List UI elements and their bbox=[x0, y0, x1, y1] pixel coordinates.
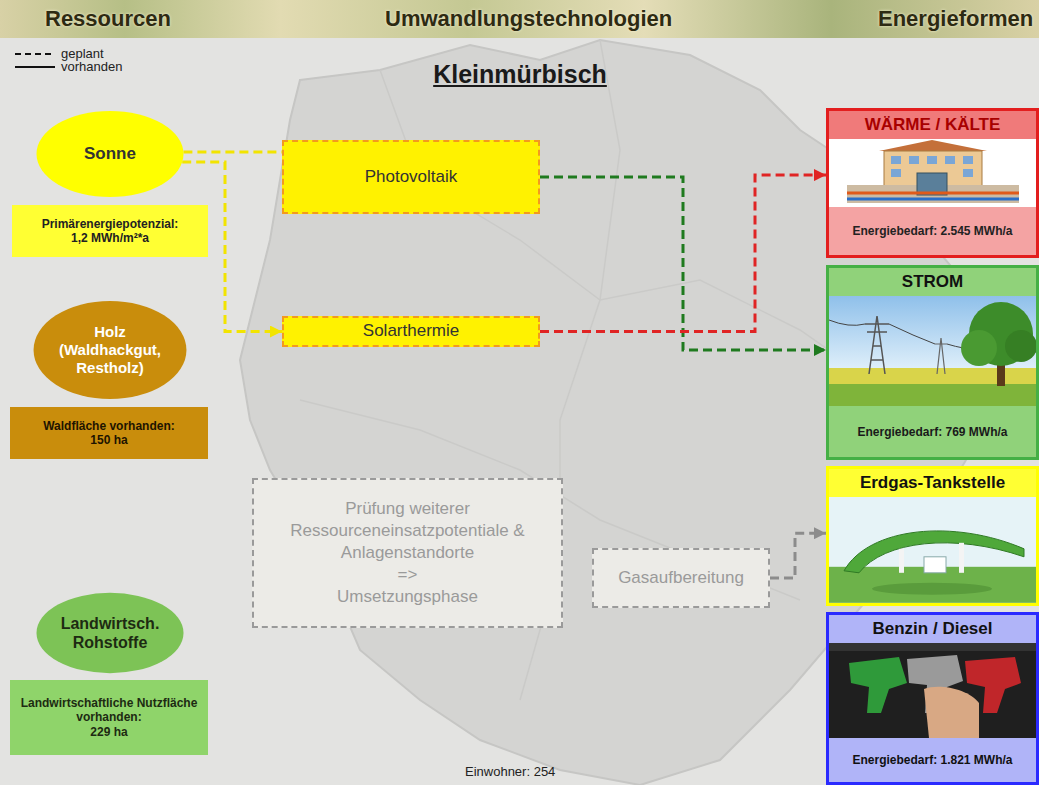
text-holder: Energieformen bbox=[878, 6, 1033, 32]
text-holder: Ressourcen bbox=[45, 6, 171, 32]
node-text: Photovoltaik bbox=[365, 167, 458, 187]
node-text: Holz bbox=[48, 323, 172, 341]
text-holder: geplant bbox=[14, 47, 104, 60]
district-line bbox=[380, 70, 900, 400]
text-holder: Einwohner: 254 bbox=[465, 764, 555, 779]
panel-image bbox=[829, 497, 1036, 603]
ellipse-outline bbox=[35, 592, 185, 674]
panel-heading: Benzin / Diesel bbox=[829, 615, 1036, 643]
text-holder: vorhanden bbox=[14, 60, 122, 73]
legend-sample bbox=[14, 61, 56, 73]
panel-image bbox=[829, 296, 1036, 406]
panel-image bbox=[829, 643, 1036, 738]
legend-sample bbox=[14, 48, 56, 60]
panel-heading: WÄRME / KÄLTE bbox=[829, 111, 1036, 139]
column-heading: Ressourcen bbox=[45, 6, 171, 32]
node-text: 1,2 MWh/m²*a bbox=[71, 231, 149, 245]
technology-box: Photovoltaik bbox=[282, 140, 540, 214]
flow-arrow bbox=[183, 151, 282, 154]
text-holder: Umwandlungstechnologien bbox=[385, 6, 672, 32]
node-text: 229 ha bbox=[90, 725, 127, 739]
node-text: 150 ha bbox=[90, 433, 127, 447]
panel-footer: Energiebedarf: 1.821 MWh/a bbox=[829, 738, 1036, 782]
node-text: Landwirtschaftliche Nutzfläche vorhanden… bbox=[16, 696, 202, 725]
resource-ellipse: Sonne bbox=[35, 110, 185, 198]
node-text: (Waldhackgut, Restholz) bbox=[48, 341, 172, 377]
node-text: Umsetzungsphase bbox=[262, 586, 554, 608]
technology-box: Gasaufbereitung bbox=[592, 548, 770, 608]
column-heading: Energieformen bbox=[878, 6, 1033, 32]
node-text: Primärenergiepotenzial: bbox=[42, 217, 179, 231]
column-heading: Umwandlungstechnologien bbox=[385, 6, 672, 32]
potential-box: Waldfläche vorhanden:150 ha bbox=[10, 407, 208, 459]
node-text: Prüfung weiterer Ressourceneinsatzpotent… bbox=[262, 498, 554, 564]
ellipse-shape bbox=[34, 301, 187, 399]
node-text: => bbox=[262, 564, 554, 586]
energy-form-panel: WÄRME / KÄLTE Energiebedarf: 2.545 MWh/a bbox=[826, 108, 1039, 258]
flow-arrow bbox=[540, 175, 826, 331]
ellipse-shape bbox=[37, 111, 184, 197]
energy-form-panel: STROM Energiebedarf: 769 MWh/a bbox=[826, 265, 1039, 460]
ellipse-shape bbox=[37, 593, 184, 673]
panel-heading: Erdgas-Tankstelle bbox=[829, 469, 1036, 497]
node-text: Solarthermie bbox=[363, 321, 459, 341]
potential-box: Landwirtschaftliche Nutzfläche vorhanden… bbox=[10, 680, 208, 755]
node-text: Waldfläche vorhanden: bbox=[43, 419, 175, 433]
diagram-title: Kleinmürbisch bbox=[400, 60, 640, 89]
gas-station-illustration bbox=[829, 497, 1036, 603]
flow-arrow bbox=[540, 177, 826, 350]
panel-heading: STROM bbox=[829, 268, 1036, 296]
planning-box: Prüfung weiterer Ressourceneinsatzpotent… bbox=[252, 478, 563, 628]
technology-box: Solarthermie bbox=[282, 316, 540, 347]
population-note: Einwohner: 254 bbox=[465, 764, 555, 779]
power-landscape-illustration bbox=[829, 296, 1036, 406]
flow-arrow bbox=[770, 533, 826, 578]
resource-ellipse: Landwirtsch. Rohstoffe bbox=[35, 592, 185, 674]
panel-image bbox=[829, 139, 1036, 207]
node-text: Sonne bbox=[50, 144, 170, 164]
fuel-nozzle-illustration bbox=[829, 643, 1036, 738]
node-text: Gasaufbereitung bbox=[618, 568, 744, 588]
resource-ellipse: Holz(Waldhackgut, Restholz) bbox=[32, 300, 188, 400]
energy-form-panel: Benzin / Diesel Energiebedarf: 1.821 MWh… bbox=[826, 612, 1039, 785]
legend-line bbox=[15, 53, 55, 55]
potential-box: Primärenergiepotenzial:1,2 MWh/m²*a bbox=[12, 205, 208, 257]
legend-text: vorhanden bbox=[61, 60, 122, 73]
legend-line bbox=[15, 66, 55, 68]
energy-form-panel: Erdgas-Tankstelle bbox=[826, 466, 1039, 606]
panel-footer: Energiebedarf: 769 MWh/a bbox=[829, 406, 1036, 457]
heating-illustration bbox=[829, 139, 1036, 207]
panel-footer: Energiebedarf: 2.545 MWh/a bbox=[829, 207, 1036, 255]
legend-text: geplant bbox=[61, 47, 104, 60]
text-holder: Kleinmürbisch bbox=[400, 60, 640, 89]
node-text: Landwirtsch. Rohstoffe bbox=[52, 614, 168, 652]
